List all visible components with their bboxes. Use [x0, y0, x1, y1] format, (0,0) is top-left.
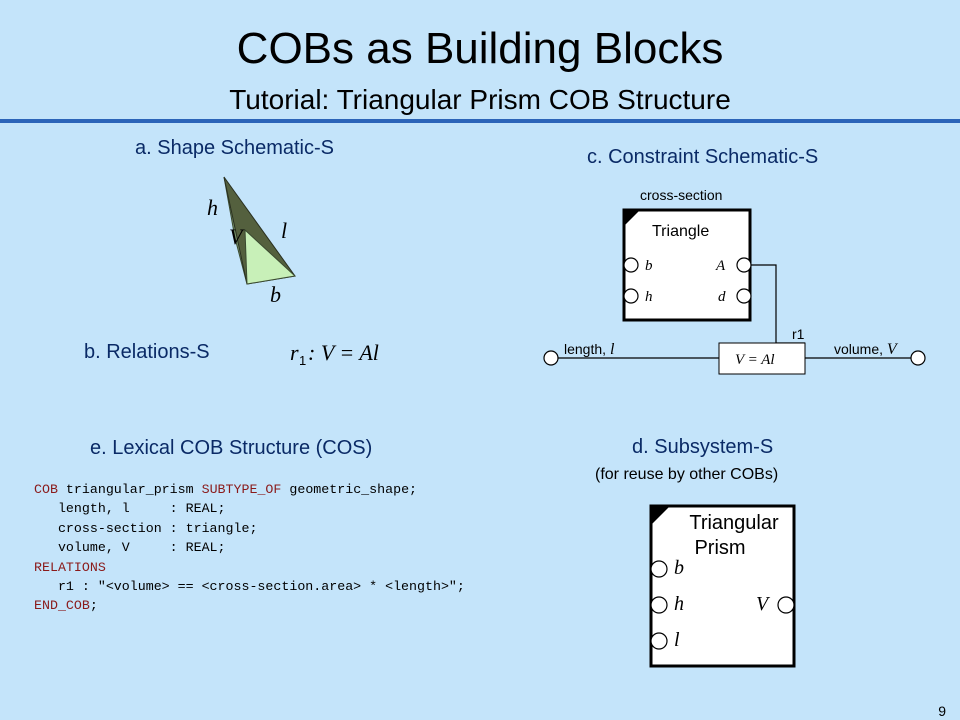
section-c-label: c. Constraint Schematic-S: [587, 146, 819, 168]
port-h-label: h: [645, 289, 653, 305]
subsystem-port-l: [650, 632, 668, 650]
code-line-length: length, l : REAL;: [34, 501, 226, 517]
subsystem-port-h: [650, 596, 668, 614]
prism-shape-diagram: h V l b: [207, 176, 297, 307]
page-number: 9: [938, 703, 946, 719]
title-divider: [0, 119, 960, 123]
length-label: length, l: [564, 341, 615, 358]
prism-l-label: l: [281, 218, 287, 243]
cos-code-block: COB triangular_prism SUBTYPE_OF geometri…: [34, 482, 465, 614]
port-d: [736, 288, 752, 304]
section-e-label: e. Lexical COB Structure (COS): [90, 437, 373, 459]
port-A-label: A: [715, 258, 726, 274]
subsystem-port-l-label: l: [674, 629, 680, 651]
relation-expression: : V = Al: [308, 340, 379, 365]
prism-b-label: b: [270, 282, 281, 307]
code-keyword-relations: RELATIONS: [34, 559, 106, 575]
section-b-label: b. Relations-S: [84, 341, 210, 363]
r1-label: r1: [792, 326, 805, 342]
code-keyword-cob: COB: [34, 482, 58, 497]
volume-label: volume, V: [834, 341, 899, 358]
subsystem-title-line2: Prism: [694, 537, 745, 559]
relation-formula: r 1 : V = Al: [290, 340, 379, 368]
prism-h-label: h: [207, 195, 218, 220]
port-length: [543, 350, 559, 366]
subsystem-port-b-label: b: [674, 557, 684, 579]
constraint-schematic: cross-section Triangle b h A d r1 length…: [543, 187, 926, 375]
port-d-label: d: [718, 289, 726, 305]
subsystem-port-b: [650, 560, 668, 578]
code-line-cross-section: cross-section : triangle;: [34, 520, 258, 536]
port-b-label: b: [645, 258, 653, 274]
subsystem-port-h-label: h: [674, 593, 684, 615]
port-h: [623, 288, 639, 304]
subsystem-title-line1: Triangular: [689, 512, 779, 534]
cross-section-label: cross-section: [640, 187, 722, 203]
slide-title: COBs as Building Blocks: [236, 24, 724, 73]
prism-front-face: [244, 228, 297, 285]
prism-V-label: V: [229, 224, 245, 249]
subsystem-port-V: [777, 596, 795, 614]
relation-box-text: V = Al: [735, 352, 775, 368]
port-b: [623, 257, 639, 273]
section-d-note: (for reuse by other COBs): [595, 466, 779, 483]
port-A: [736, 257, 752, 273]
relation-box: [718, 342, 806, 375]
section-d-label: d. Subsystem-S: [632, 436, 774, 458]
triangular-prism-box-corner: [651, 506, 670, 525]
port-volume: [910, 350, 926, 366]
code-line-r1: r1 : "<volume> == <cross-section.area> *…: [34, 579, 465, 595]
relation-r: r: [290, 340, 299, 365]
triangle-box: [622, 208, 752, 322]
triangular-prism-box: [649, 504, 796, 668]
triangle-box-corner: [624, 210, 640, 226]
subsystem-schematic: Triangular Prism b h l V: [649, 504, 796, 668]
slide-subtitle: Tutorial: Triangular Prism COB Structure: [229, 84, 731, 115]
triangle-box-title: Triangle: [652, 223, 709, 240]
code-line-volume: volume, V : REAL;: [34, 540, 226, 556]
subsystem-port-V-label: V: [756, 593, 771, 615]
code-keyword-subtype: SUBTYPE_OF: [201, 482, 282, 497]
section-a-label: a. Shape Schematic-S: [135, 137, 334, 159]
relation-subscript: 1: [299, 353, 306, 368]
code-keyword-end-cob: END_COB: [34, 598, 90, 614]
